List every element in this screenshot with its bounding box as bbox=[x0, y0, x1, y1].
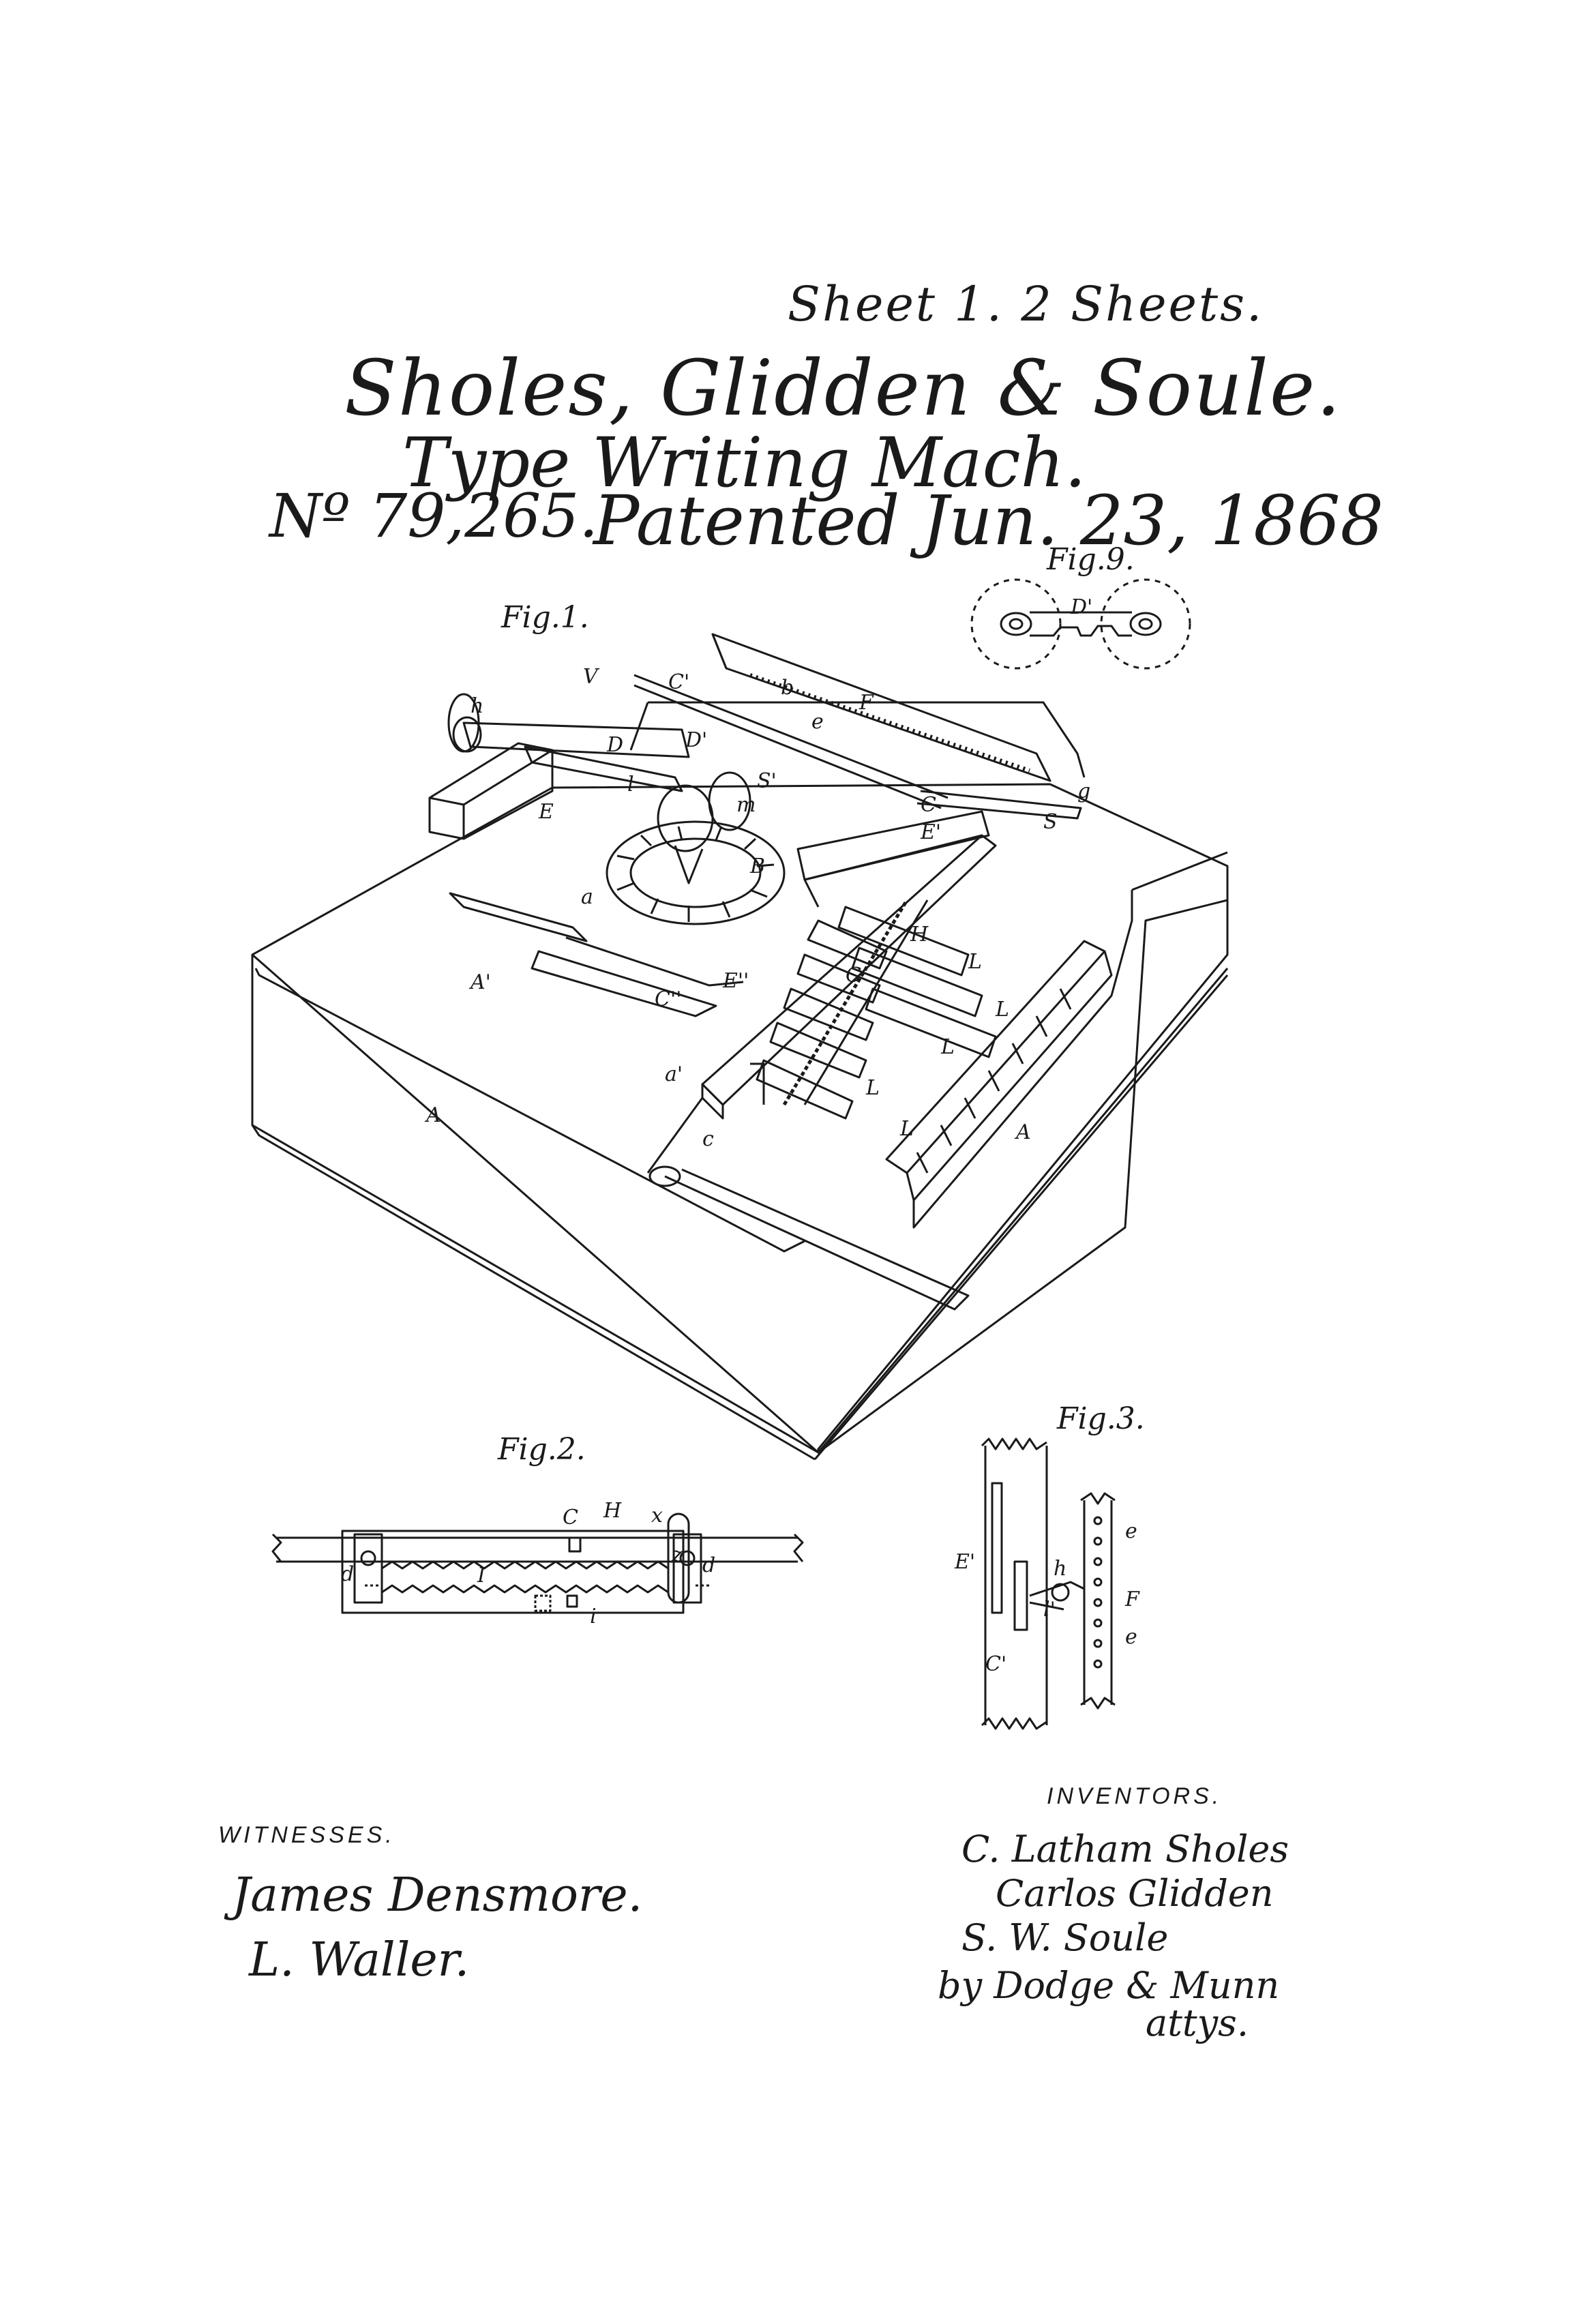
witness-signature-1: James Densmore. bbox=[232, 1868, 643, 1922]
label-A2: A bbox=[1014, 1120, 1031, 1144]
label-L1: L bbox=[968, 950, 982, 974]
patent-number: Nº 79,265. bbox=[269, 481, 599, 551]
label-E: E bbox=[538, 800, 554, 824]
label-S-prime: S' bbox=[757, 769, 777, 793]
inventor-signature-2: Carlos Glidden bbox=[996, 1872, 1274, 1915]
figure-9-caption: Fig.9. bbox=[1047, 542, 1135, 577]
inventor-signature-3: S. W. Soule bbox=[961, 1916, 1169, 1959]
fig3-label-e1: e bbox=[1125, 1519, 1137, 1543]
witness-signature-2: L. Waller. bbox=[249, 1933, 470, 1987]
label-A-prime: A' bbox=[468, 970, 491, 994]
fig2-label-I: I bbox=[477, 1564, 486, 1588]
inventor-signature-1: C. Latham Sholes bbox=[961, 1828, 1289, 1871]
patentee-names: Sholes, Glidden & Soule. bbox=[344, 344, 1342, 433]
fig2-label-z: z bbox=[671, 1543, 683, 1567]
fig2-label-i: i bbox=[590, 1605, 597, 1628]
fig9-label-D-prime: D' bbox=[1070, 595, 1092, 619]
label-a: a bbox=[581, 885, 593, 909]
label-L2: L bbox=[995, 998, 1009, 1022]
label-h: h bbox=[471, 694, 483, 718]
fig2-label-d-left: d bbox=[341, 1562, 354, 1586]
figure-2-drawing bbox=[271, 1513, 804, 1614]
label-D: D bbox=[606, 733, 623, 757]
label-C-prime: C' bbox=[668, 670, 689, 694]
figure-2-caption: Fig.2. bbox=[498, 1432, 586, 1467]
figure-1-caption: Fig.1. bbox=[501, 600, 589, 635]
label-F: F bbox=[859, 691, 874, 715]
fig3-label-e2: e bbox=[1125, 1625, 1137, 1649]
fig2-label-d-right: d bbox=[702, 1553, 715, 1577]
label-l: l bbox=[627, 773, 634, 796]
label-b: b bbox=[781, 676, 794, 700]
witnesses-heading: WITNESSES. bbox=[218, 1822, 395, 1848]
patent-date: Patented Jun. 23, 1868 bbox=[593, 481, 1384, 561]
label-g: g bbox=[1077, 779, 1090, 803]
label-C-bar: C bbox=[846, 964, 861, 987]
fig2-label-C: C bbox=[563, 1506, 578, 1530]
label-L3: L bbox=[940, 1035, 955, 1059]
fig2-label-H: H bbox=[603, 1499, 622, 1523]
inventors-heading: INVENTORS. bbox=[1047, 1783, 1223, 1809]
fig3-label-E-prime: E' bbox=[954, 1550, 975, 1574]
attorney-signature: by Dodge & Munn bbox=[938, 1964, 1280, 2007]
label-H: H bbox=[910, 923, 929, 947]
label-c: c bbox=[702, 1127, 714, 1151]
label-C-double: C'' bbox=[655, 987, 681, 1011]
fig3-label-h: h bbox=[1054, 1557, 1066, 1581]
label-S: S bbox=[1043, 810, 1058, 834]
label-D-prime: D' bbox=[685, 728, 707, 752]
label-e: e bbox=[811, 710, 824, 734]
fig2-label-x: x bbox=[651, 1504, 663, 1528]
fig3-label-l-prime: l' bbox=[1043, 1598, 1056, 1622]
label-m: m bbox=[736, 793, 756, 817]
label-L4: L bbox=[865, 1076, 880, 1100]
label-L5: L bbox=[899, 1117, 914, 1141]
label-E-double: E'' bbox=[722, 969, 749, 993]
label-a-prime: a' bbox=[665, 1062, 683, 1086]
patent-subject: Type Writing Mach. bbox=[402, 423, 1086, 503]
label-B: B bbox=[749, 854, 765, 878]
label-V: V bbox=[583, 665, 600, 689]
figure-1-drawing bbox=[251, 633, 1229, 1461]
fig3-label-F: F bbox=[1124, 1588, 1140, 1611]
figure-3-caption: Fig.3. bbox=[1057, 1401, 1145, 1436]
label-C: C bbox=[921, 793, 936, 817]
label-E-prime: E' bbox=[920, 820, 941, 844]
sheet-count: Sheet 1. 2 Sheets. bbox=[788, 276, 1264, 332]
figure-3-drawing bbox=[981, 1437, 1116, 1730]
fig3-label-C-prime: C' bbox=[985, 1652, 1006, 1676]
attorney-suffix: attys. bbox=[1146, 2001, 1249, 2044]
label-A1: A bbox=[424, 1103, 441, 1127]
figure-9-drawing bbox=[970, 578, 1191, 670]
